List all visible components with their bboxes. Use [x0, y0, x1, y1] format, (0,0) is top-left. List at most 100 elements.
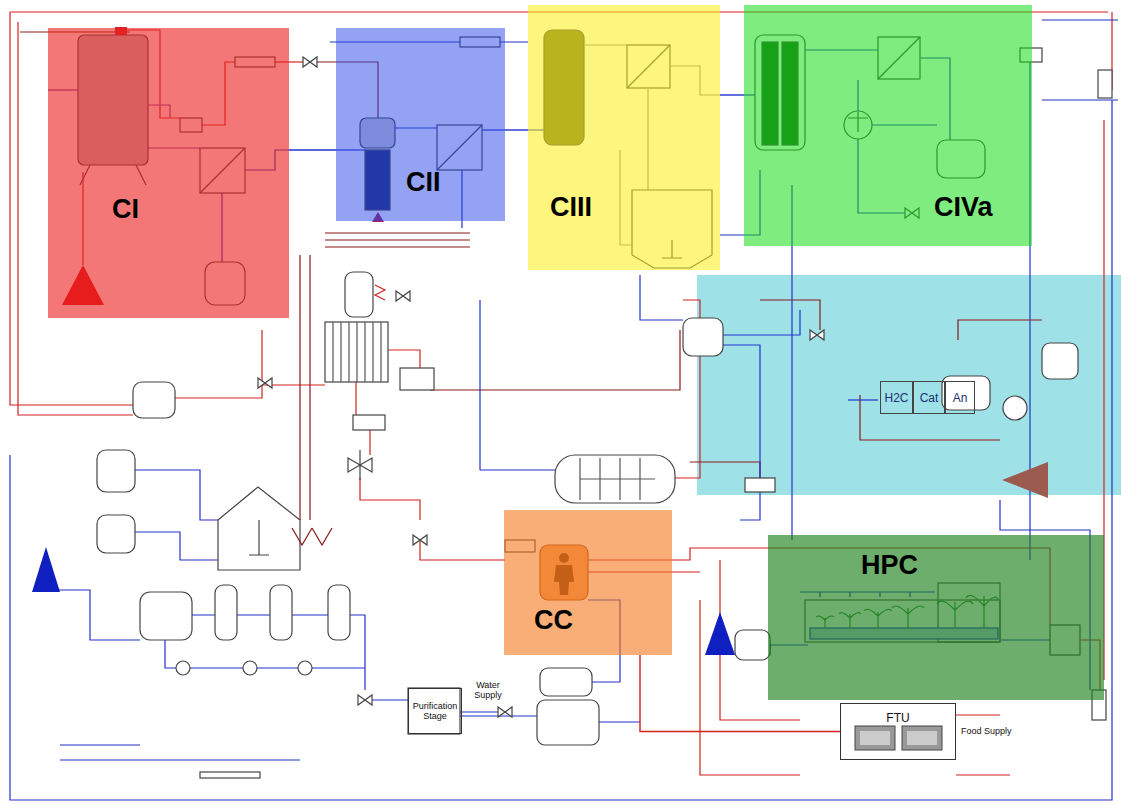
compartment-label: CIVa: [934, 194, 993, 221]
process-equipment: [270, 585, 292, 640]
process-equipment: [537, 700, 599, 745]
red-process-line: [360, 478, 420, 520]
process-equipment: [325, 322, 388, 382]
dark-gas-line: [430, 330, 680, 390]
food-unit-body: [840, 703, 956, 760]
compartment-label: HPC: [861, 552, 918, 579]
cell-label: Cat: [920, 391, 939, 405]
process-equipment: [345, 272, 373, 317]
process-equipment: [555, 455, 675, 503]
process-equipment: [735, 630, 770, 660]
process-equipment: [292, 528, 332, 545]
process-equipment: [375, 285, 385, 300]
process-box: Purification Stage: [408, 688, 462, 734]
red-process-line: [388, 350, 420, 368]
process-equipment: [333, 322, 381, 382]
process-equipment: [176, 661, 190, 675]
unit-box: FTU: [840, 703, 956, 760]
process-equipment: [328, 585, 350, 640]
pipe-connector: [720, 94, 744, 95]
process-equipment: [540, 668, 592, 696]
compartment-label: CC: [534, 607, 573, 634]
process-equipment: [258, 378, 272, 388]
process-equipment: [705, 612, 735, 655]
process-equipment: [215, 585, 237, 640]
process-equipment: [348, 450, 372, 480]
process-equipment: [408, 688, 460, 734]
dark-gas-line: [325, 233, 470, 247]
process-equipment: [32, 272, 1106, 778]
pipe-connector: [505, 129, 528, 130]
process-equipment: [243, 661, 257, 675]
blue-liquid-line: [135, 470, 218, 520]
blue-liquid-line: [165, 640, 365, 668]
process-equipment: [298, 661, 312, 675]
blue-liquid-line: [1042, 20, 1118, 100]
reactor-vessel: [1098, 70, 1112, 98]
blue-liquid-line: [723, 310, 800, 335]
blue-liquid-line: [599, 721, 640, 722]
cell-label: H2C: [884, 391, 908, 405]
process-equipment: [683, 318, 723, 356]
process-equipment: [140, 592, 192, 640]
process-equipment: [745, 478, 775, 492]
blue-liquid-line: [58, 590, 140, 640]
process-equipment: [97, 515, 135, 553]
process-equipment: [580, 458, 655, 500]
process-equipment: [1042, 343, 1078, 379]
food-unit-body: [860, 731, 890, 745]
process-equipment: [353, 415, 385, 430]
blue-liquid-line: [60, 745, 300, 760]
dark-gas-line: [760, 300, 820, 330]
cell-box: H2C: [880, 381, 913, 414]
compartment-region: CII: [336, 28, 505, 221]
process-equipment: [358, 695, 372, 705]
blue-liquid-line: [135, 532, 218, 560]
process-equipment: [396, 291, 410, 301]
compartment-region: CC: [504, 510, 672, 655]
unit-label: FTU: [886, 711, 909, 725]
food-unit-body: [902, 726, 942, 750]
compartment-region: CIVa: [744, 5, 1032, 246]
process-equipment: [400, 368, 434, 390]
food-unit-body: [907, 731, 937, 745]
blue-liquid-line: [848, 399, 878, 400]
process-label: Purification Stage: [411, 701, 459, 722]
supply-label: Food Supply: [960, 726, 1013, 736]
process-equipment: [413, 535, 427, 545]
red-process-line: [956, 715, 1010, 775]
process-equipment: [218, 487, 300, 570]
cell-box: Cat: [913, 381, 945, 414]
compartment-label: CII: [406, 169, 441, 196]
food-unit-body: [855, 726, 895, 750]
process-equipment: [1002, 462, 1048, 498]
compartment-label: CI: [112, 196, 139, 223]
blue-liquid-line: [480, 300, 560, 470]
dark-gas-line: [300, 255, 310, 520]
cell-label: An: [953, 391, 968, 405]
compartment-region: CI: [48, 28, 289, 318]
process-equipment: [32, 547, 60, 592]
compartment-region: HPC: [768, 535, 1104, 700]
process-equipment: [1003, 396, 1027, 420]
reactor-vessel: [303, 57, 317, 67]
compartment-label: CIII: [550, 194, 592, 221]
red-process-line: [369, 430, 370, 455]
process-equipment: [498, 707, 512, 717]
process-equipment: [810, 330, 824, 340]
process-equipment: [133, 382, 175, 418]
red-process-line: [355, 382, 356, 415]
blue-liquid-line: [722, 345, 760, 520]
blue-liquid-line: [640, 275, 683, 320]
compartment-region: CIII: [528, 5, 720, 270]
process-equipment: [249, 520, 269, 555]
pipe-connector: [289, 149, 336, 150]
supply-label: Water Supply: [470, 680, 506, 701]
process-equipment: [200, 772, 260, 778]
food-unit-body: [840, 703, 956, 760]
red-process-line: [175, 330, 325, 398]
cell-box: An: [945, 381, 975, 414]
process-equipment: [97, 450, 135, 492]
